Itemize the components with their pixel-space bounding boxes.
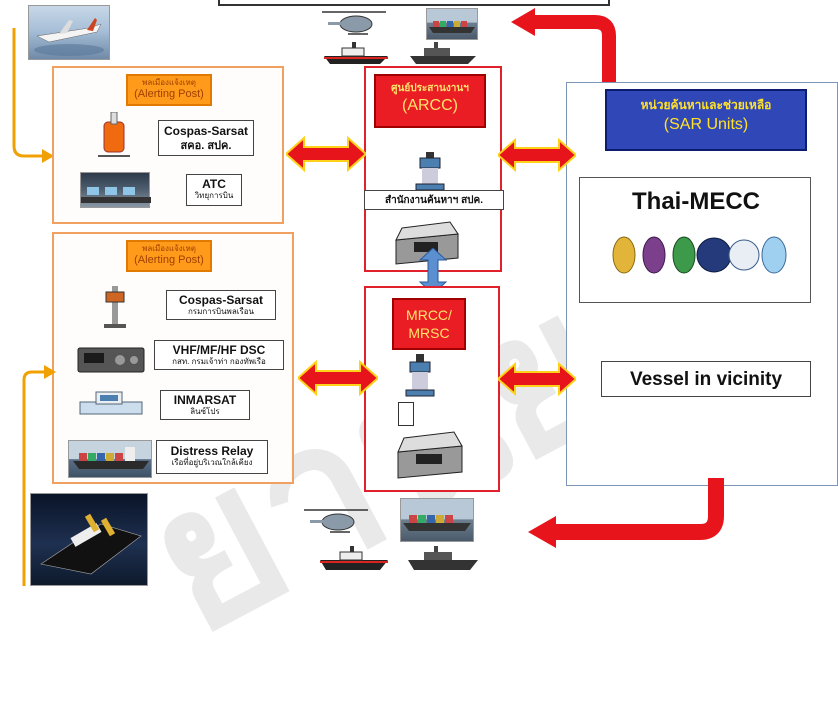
sar-units-tag-en: (SAR Units) bbox=[663, 116, 749, 133]
control-tower-icon-arcc bbox=[412, 152, 448, 192]
vhf-dsc-title: VHF/MF/HF DSC bbox=[172, 343, 266, 357]
distress-relay-subtitle: เรือที่อยู่บริเวณใกล้เคียง bbox=[171, 458, 253, 467]
navy-ship-image-top bbox=[408, 40, 478, 66]
alerting-post-top-tag-en: (Alerting Post) bbox=[134, 88, 204, 100]
agency-emblem-row bbox=[610, 232, 800, 278]
cospas-sarsat-bottom-title: Cospas-Sarsat bbox=[178, 293, 264, 307]
arcc-tag: ศูนย์ประสานงานฯ (ARCC) bbox=[374, 74, 486, 128]
atc-room-photo bbox=[80, 172, 151, 208]
top-return-arrow bbox=[511, 8, 616, 82]
cospas-sarsat-top-label: Cospas-Sarsat สคอ. สปค. bbox=[158, 120, 254, 156]
dsc-radio-image bbox=[76, 344, 146, 376]
console-image-mrcc bbox=[394, 430, 466, 482]
inmarsat-subtitle: ลินซ์โปร bbox=[190, 407, 220, 416]
left-connector-arrow-top bbox=[12, 28, 54, 163]
bottom-return-arrow bbox=[528, 478, 724, 548]
distress-relay-ship-photo bbox=[68, 440, 152, 478]
cospas-sarsat-top-title: Cospas-Sarsat bbox=[163, 124, 249, 138]
control-tower-icon-mrcc bbox=[402, 354, 438, 398]
sinking-ship-photo bbox=[30, 493, 148, 586]
antenna-mast-image bbox=[100, 282, 130, 330]
distress-relay-label: Distress Relay เรือที่อยู่บริเวณใกล้เคีย… bbox=[156, 440, 268, 474]
alerting-post-bottom-tag: พลเมืองแจ้งเหตุ (Alerting Post) bbox=[126, 240, 212, 272]
header-box-edge bbox=[218, 0, 610, 6]
thai-mecc-title: Thai-MECC bbox=[632, 188, 760, 215]
alerting-post-bottom-tag-en: (Alerting Post) bbox=[134, 254, 204, 266]
plane-crash-photo bbox=[28, 5, 110, 60]
helicopter-image-bottom bbox=[300, 506, 372, 536]
mrcc-tag-line1: MRCC/ bbox=[406, 307, 452, 323]
arcc-frame: ศูนย์ประสานงานฯ (ARCC) สำนักงานค้นหาฯ สป… bbox=[364, 66, 504, 272]
vessel-in-vicinity-label: Vessel in vicinity bbox=[601, 361, 811, 397]
vhf-dsc-subtitle: กสท. กรมเจ้าท่า กองทัพเรือ bbox=[172, 357, 266, 366]
sar-office-label: สำนักงานค้นหาฯ สปค. bbox=[364, 190, 504, 210]
inmarsat-title: INMARSAT bbox=[173, 393, 237, 407]
mrcc-tag: MRCC/ MRSC bbox=[392, 298, 466, 350]
container-ship-photo-top bbox=[426, 8, 478, 40]
patrol-boat-image-bottom bbox=[318, 544, 392, 572]
epirb-beacon-image bbox=[94, 111, 134, 162]
distress-relay-title: Distress Relay bbox=[170, 444, 254, 458]
vhf-dsc-label: VHF/MF/HF DSC กสท. กรมเจ้าท่า กองทัพเรือ bbox=[154, 340, 284, 370]
mrcc-frame: MRCC/ MRSC bbox=[364, 286, 500, 492]
arcc-tag-th: ศูนย์ประสานงานฯ bbox=[391, 83, 469, 94]
sar-units-tag-th: หน่วยค้นหาและช่วยเหลือ bbox=[640, 98, 772, 112]
mrcc-tag-line2: MRSC bbox=[408, 325, 450, 341]
alert-arcc-double-arrow bbox=[286, 136, 366, 172]
alerting-post-top-frame: พลเมืองแจ้งเหตุ (Alerting Post) Cospas-S… bbox=[52, 66, 284, 224]
helicopter-image-top bbox=[318, 8, 390, 38]
cospas-sarsat-top-subtitle: สคอ. สปค. bbox=[180, 140, 232, 152]
mrcc-sar-double-arrow bbox=[498, 362, 576, 396]
patrol-boat-image-top bbox=[322, 40, 392, 66]
arcc-sar-double-arrow bbox=[498, 138, 576, 172]
navy-ship-image-bottom bbox=[406, 544, 482, 572]
container-ship-photo-bottom bbox=[400, 498, 474, 542]
left-connector-arrow-bottom bbox=[22, 365, 56, 586]
cospas-sarsat-bottom-subtitle: กรมการบินพลเรือน bbox=[187, 307, 255, 316]
cospas-sarsat-bottom-label: Cospas-Sarsat กรมการบินพลเรือน bbox=[166, 290, 276, 320]
inmarsat-label: INMARSAT ลินซ์โปร bbox=[160, 390, 250, 420]
sar-units-tag: หน่วยค้นหาและช่วยเหลือ (SAR Units) bbox=[605, 89, 807, 151]
thai-mecc-box: Thai-MECC bbox=[579, 177, 811, 303]
inmarsat-terminal-image bbox=[76, 390, 146, 420]
arcc-tag-en: (ARCC) bbox=[402, 97, 458, 114]
atc-subtitle: วิทยุการบิน bbox=[194, 191, 234, 200]
alerting-post-bottom-frame: พลเมืองแจ้งเหตุ (Alerting Post) Cospas-S… bbox=[52, 232, 294, 484]
sar-units-frame: หน่วยค้นหาและช่วยเหลือ (SAR Units) Thai-… bbox=[566, 82, 838, 486]
blank-label-box-mrcc bbox=[398, 402, 414, 426]
alerting-post-top-tag: พลเมืองแจ้งเหตุ (Alerting Post) bbox=[126, 74, 212, 106]
arcc-mrcc-link-arrow bbox=[418, 248, 448, 294]
alert-mrcc-double-arrow bbox=[298, 360, 378, 396]
alerting-post-top-tag-th: พลเมืองแจ้งเหตุ bbox=[142, 78, 196, 87]
atc-title: ATC bbox=[202, 177, 226, 191]
alerting-post-bottom-tag-th: พลเมืองแจ้งเหตุ bbox=[142, 244, 196, 253]
atc-label: ATC วิทยุการบิน bbox=[186, 174, 242, 206]
